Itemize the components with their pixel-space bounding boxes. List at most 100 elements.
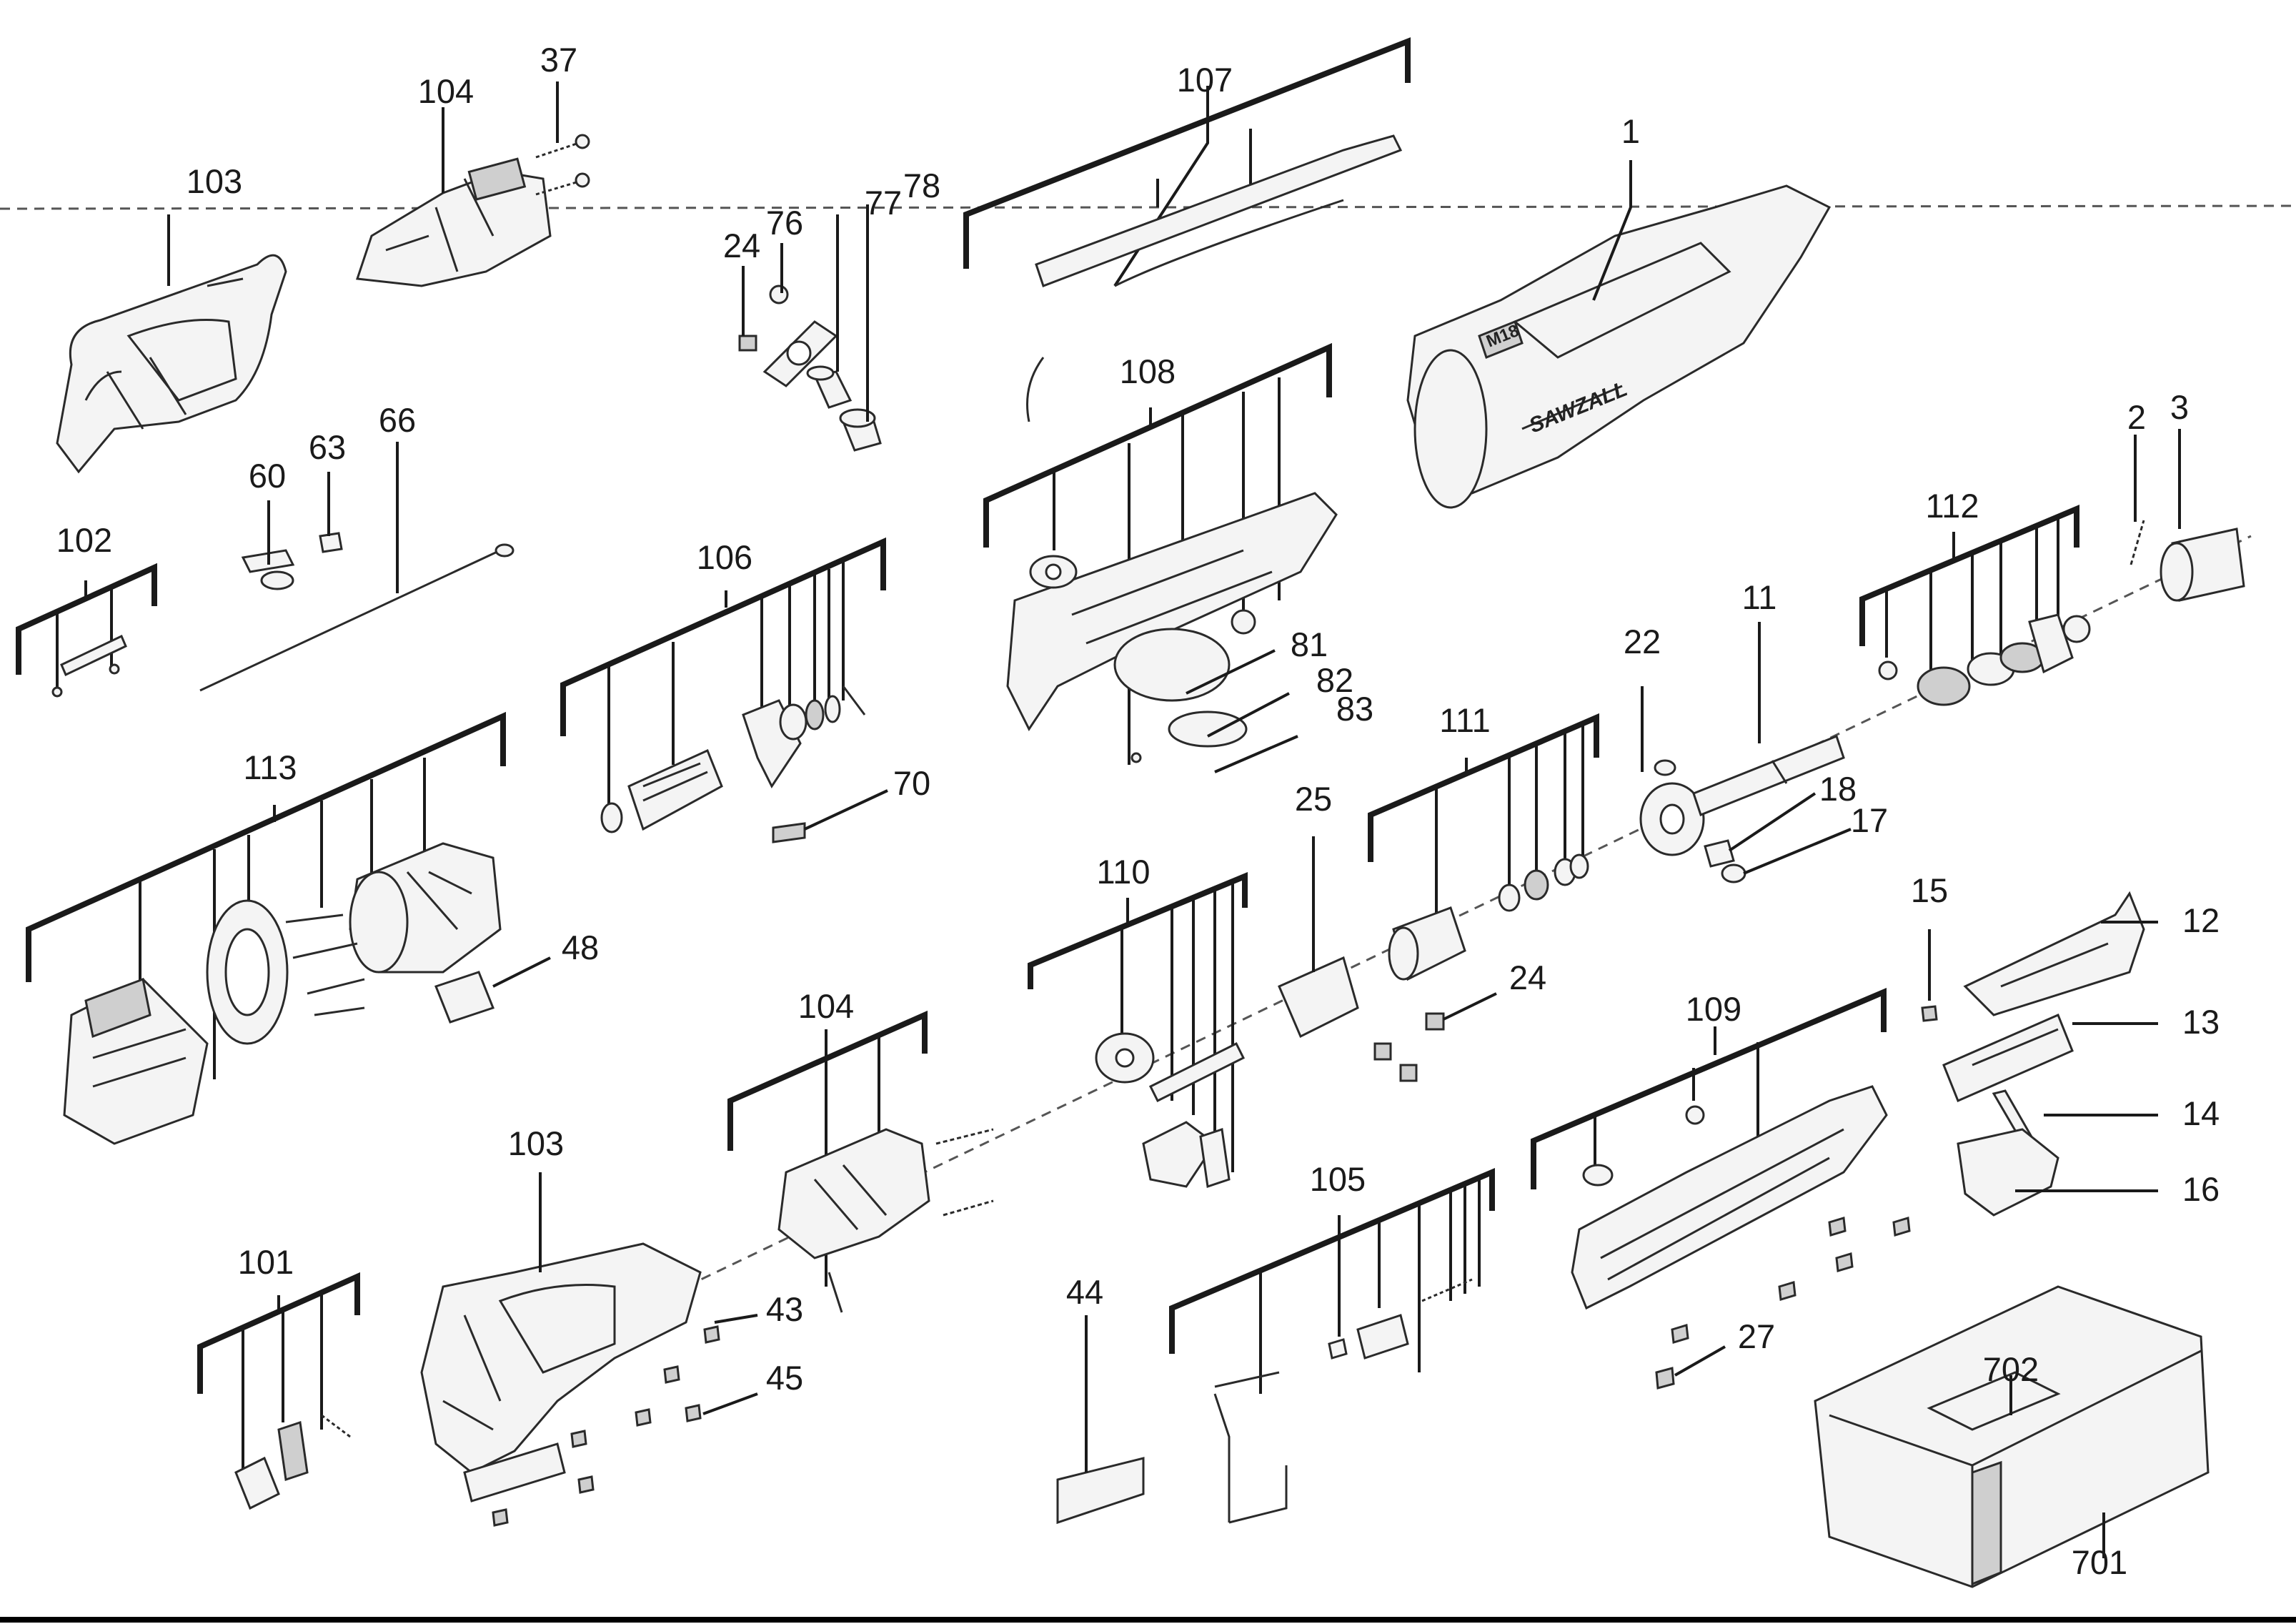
shoe-clip-16 [1957, 1128, 2059, 1217]
lever-105 [1213, 1278, 1473, 1524]
label-104-upper: 104 [418, 72, 474, 110]
label-60: 60 [249, 457, 286, 495]
main-housing-1: M18 SAWZALL [1406, 184, 1832, 509]
label-24-upper: 24 [723, 227, 760, 264]
screw-24-upper [738, 284, 789, 352]
label-108: 108 [1120, 352, 1176, 390]
bearing-set-112 [1878, 613, 2091, 706]
cover-109 [1571, 1085, 1911, 1344]
support-25 [1278, 956, 1359, 1039]
label-102: 102 [56, 521, 112, 559]
label-106: 106 [697, 538, 752, 576]
blade-44 [1056, 1457, 1145, 1525]
label-18: 18 [1819, 770, 1857, 808]
bushing-78 [839, 408, 882, 452]
label-13: 13 [2182, 1003, 2220, 1041]
label-44: 44 [1066, 1273, 1103, 1311]
shoe-plate-13 [1942, 1014, 2074, 1102]
carry-case-701 [1814, 1285, 2210, 1588]
label-2: 2 [2127, 398, 2146, 436]
screw-70 [772, 822, 806, 843]
motor-assembly-113 [63, 842, 502, 1145]
bracket-102 [16, 563, 157, 693]
pieces-101 [234, 1414, 351, 1510]
label-104-lower: 104 [798, 987, 854, 1025]
label-63: 63 [309, 428, 346, 466]
label-109: 109 [1686, 990, 1741, 1028]
label-37: 37 [540, 41, 577, 79]
label-25: 25 [1295, 780, 1332, 818]
bracket-111 [1368, 713, 1599, 922]
label-1: 1 [1621, 112, 1640, 150]
label-16: 16 [2182, 1170, 2220, 1208]
washer-22 [1639, 759, 1705, 856]
part-labels: 1 2 3 11 12 13 14 15 16 17 18 22 24 24 2… [56, 41, 2220, 1581]
screws-43-45 [492, 1272, 843, 1527]
label-45: 45 [766, 1359, 803, 1397]
label-83: 83 [1336, 690, 1373, 728]
label-14: 14 [2182, 1094, 2220, 1132]
label-81: 81 [1291, 625, 1328, 663]
label-43: 43 [766, 1290, 803, 1328]
bracket-106 [560, 537, 886, 822]
pin-77 [806, 365, 853, 409]
label-103-upper: 103 [187, 162, 242, 200]
blade-clamp-lower [777, 1128, 994, 1259]
sleeve-3 [2160, 528, 2245, 602]
spring-37 [535, 134, 590, 196]
label-105: 105 [1310, 1160, 1366, 1198]
label-24-lower: 24 [1509, 959, 1546, 996]
label-113: 113 [244, 748, 297, 786]
bracket-107 [963, 37, 1411, 287]
housing-half-lower [420, 1242, 702, 1502]
bracket-112 [1859, 504, 2079, 686]
label-101: 101 [238, 1243, 294, 1281]
label-3: 3 [2170, 388, 2189, 426]
label-27: 27 [1738, 1317, 1775, 1355]
label-78: 78 [903, 167, 940, 204]
shoe-bracket-12 [1963, 891, 2145, 1016]
label-103-lower: 103 [508, 1124, 564, 1162]
bracket-108 [983, 342, 1332, 765]
label-702: 702 [1983, 1350, 2039, 1388]
spindle-11 [1692, 735, 1845, 816]
label-12: 12 [2182, 901, 2220, 939]
armature-106 [600, 685, 866, 833]
label-17: 17 [1851, 801, 1888, 839]
bracket-110 [1028, 872, 1248, 1172]
spring-clip-2 [2129, 520, 2145, 565]
sleeve-set-111 [1388, 853, 1589, 981]
label-66: 66 [379, 401, 416, 439]
bracket-109 [1531, 987, 1887, 1189]
label-112: 112 [1926, 487, 1979, 525]
label-48: 48 [562, 929, 599, 966]
label-22: 22 [1624, 623, 1661, 660]
label-111: 111 [1439, 701, 1490, 739]
assembly-axis-upper [0, 204, 2296, 210]
shoe-rod-107 [1026, 134, 1403, 422]
label-70: 70 [893, 764, 930, 802]
label-82: 82 [1316, 661, 1353, 699]
blade-clamp-upper [355, 157, 552, 287]
label-107: 107 [1177, 61, 1233, 99]
label-76: 76 [766, 204, 803, 242]
bracket-105 [1169, 1167, 1495, 1394]
label-11: 11 [1742, 578, 1777, 616]
label-110: 110 [1097, 853, 1151, 891]
switch-cover-48 [434, 971, 495, 1024]
wire-66 [199, 543, 515, 692]
nut-17 [1721, 863, 1746, 883]
gear-housing-108 [1006, 492, 1338, 763]
plate-102 [51, 634, 127, 698]
label-77: 77 [865, 184, 902, 222]
bracket-101 [197, 1272, 360, 1472]
pin-63 [319, 532, 343, 553]
label-15: 15 [1911, 871, 1948, 909]
cam-parts-110 [1095, 1032, 1246, 1188]
pin-18 [1704, 839, 1735, 868]
leader-lines [167, 81, 2181, 1558]
screw-27 [1655, 1367, 1675, 1390]
label-701: 701 [2072, 1543, 2127, 1581]
screws-24-lower [1373, 1012, 1445, 1082]
